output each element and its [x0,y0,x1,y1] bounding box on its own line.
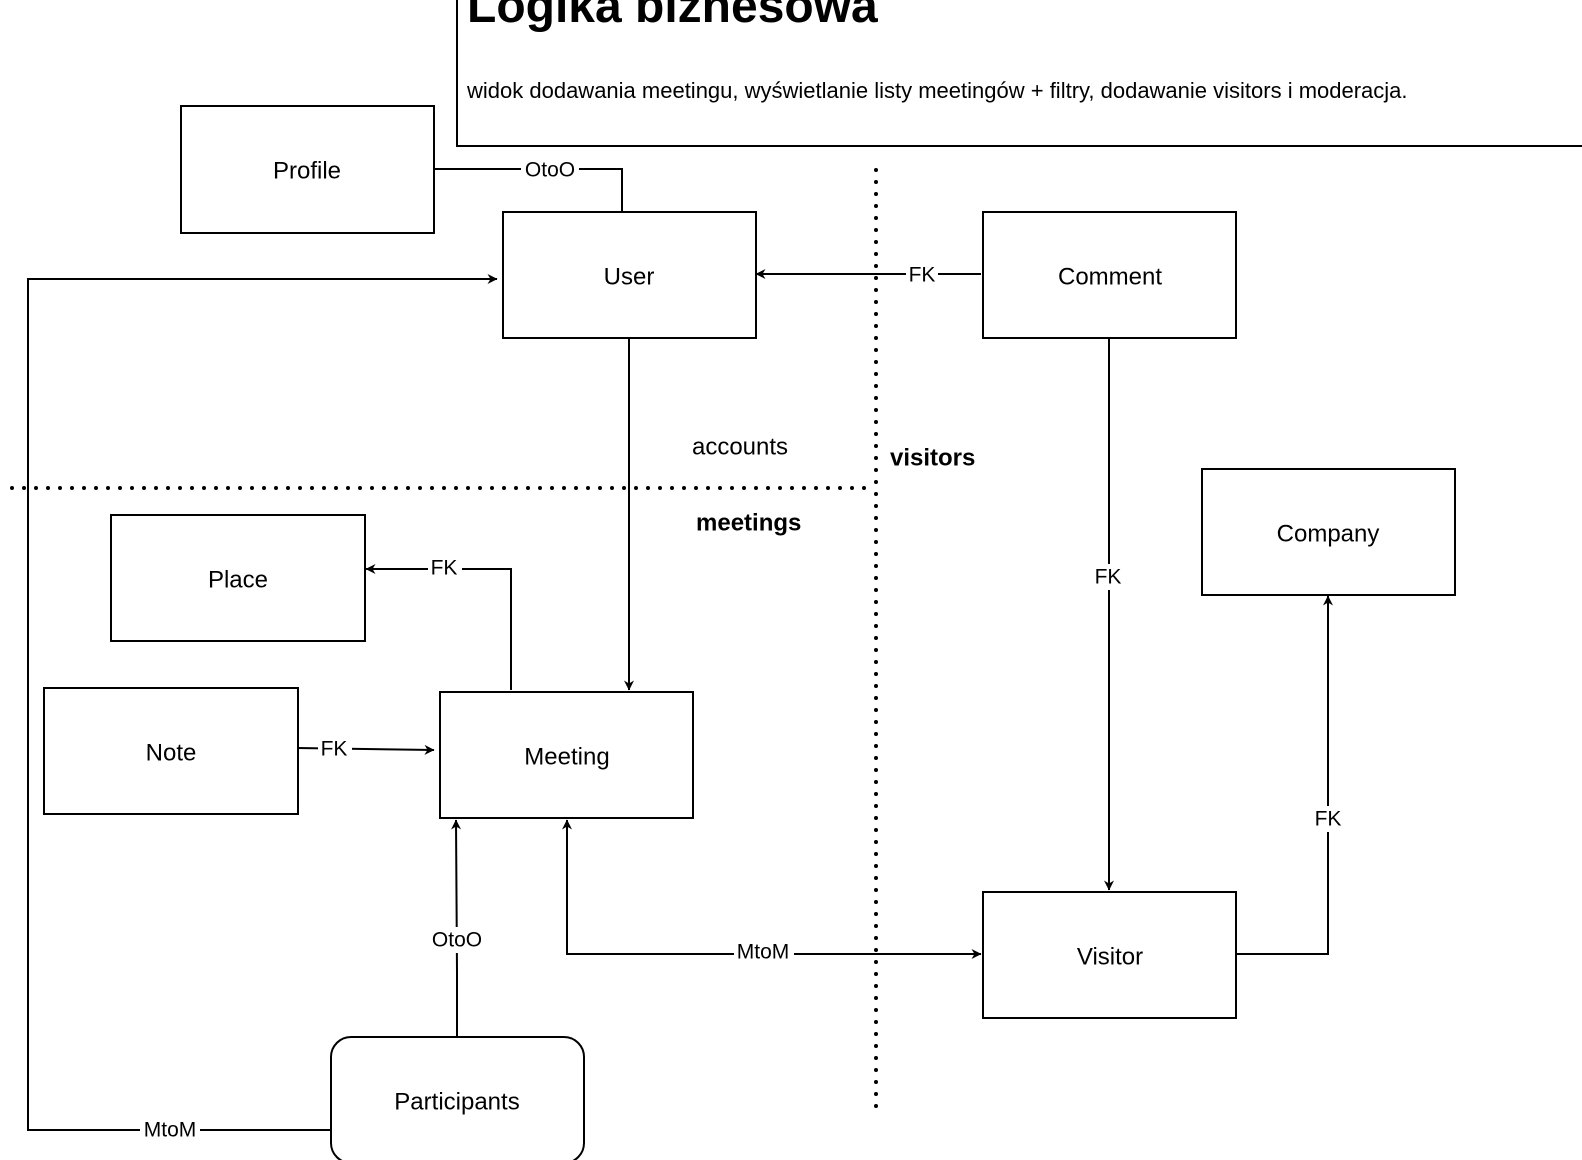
entity-participants[interactable]: Participants [330,1036,585,1160]
entity-label-note: Note [146,740,197,767]
entity-label-user: User [604,264,655,291]
area-label-visitors: visitors [890,445,975,472]
edge-label-meeting-place: FK [431,557,458,580]
entity-label-place: Place [208,567,268,594]
edge-label-note-meeting: FK [321,738,348,761]
entity-note[interactable]: Note [43,687,299,815]
entity-label-comment: Comment [1058,264,1162,291]
area-label-meetings: meetings [696,510,801,537]
entity-profile[interactable]: Profile [180,105,435,234]
edge-meeting-visitor [562,819,982,959]
edge-visitor-company [1236,595,1333,955]
area-label-accounts: accounts [692,434,788,461]
page-title: Logika biznesowa [467,0,878,33]
entity-meeting[interactable]: Meeting [439,691,694,819]
edge-profile-user [434,168,623,211]
edge-label-comment-user: FK [909,264,936,287]
edge-label-meeting-visitor: MtoM [737,941,790,964]
edge-label-profile-user: OtoO [525,159,575,182]
entity-company[interactable]: Company [1201,468,1456,596]
edge-label-participants-meeting: OtoO [432,929,482,952]
entity-place[interactable]: Place [110,514,366,642]
header-panel: Logika biznesowa widok dodawania meeting… [456,0,1582,147]
entity-user[interactable]: User [502,211,757,339]
edge-label-visitor-company: FK [1315,808,1342,831]
edge-note-meeting [296,744,435,755]
edge-participants-meeting [451,819,462,1036]
edge-label-participants-user: MtoM [144,1119,197,1142]
entity-label-company: Company [1277,521,1380,548]
edge-meeting-place [365,564,512,690]
entity-comment[interactable]: Comment [982,211,1237,339]
entity-label-profile: Profile [273,158,341,185]
edge-label-comment-visitor: FK [1095,566,1122,589]
page-description: widok dodawania meetingu, wyświetlanie l… [466,78,1408,103]
entity-label-participants: Participants [394,1089,519,1116]
entity-label-meeting: Meeting [524,744,609,771]
entity-visitor[interactable]: Visitor [982,891,1237,1019]
entity-label-visitor: Visitor [1077,944,1143,971]
